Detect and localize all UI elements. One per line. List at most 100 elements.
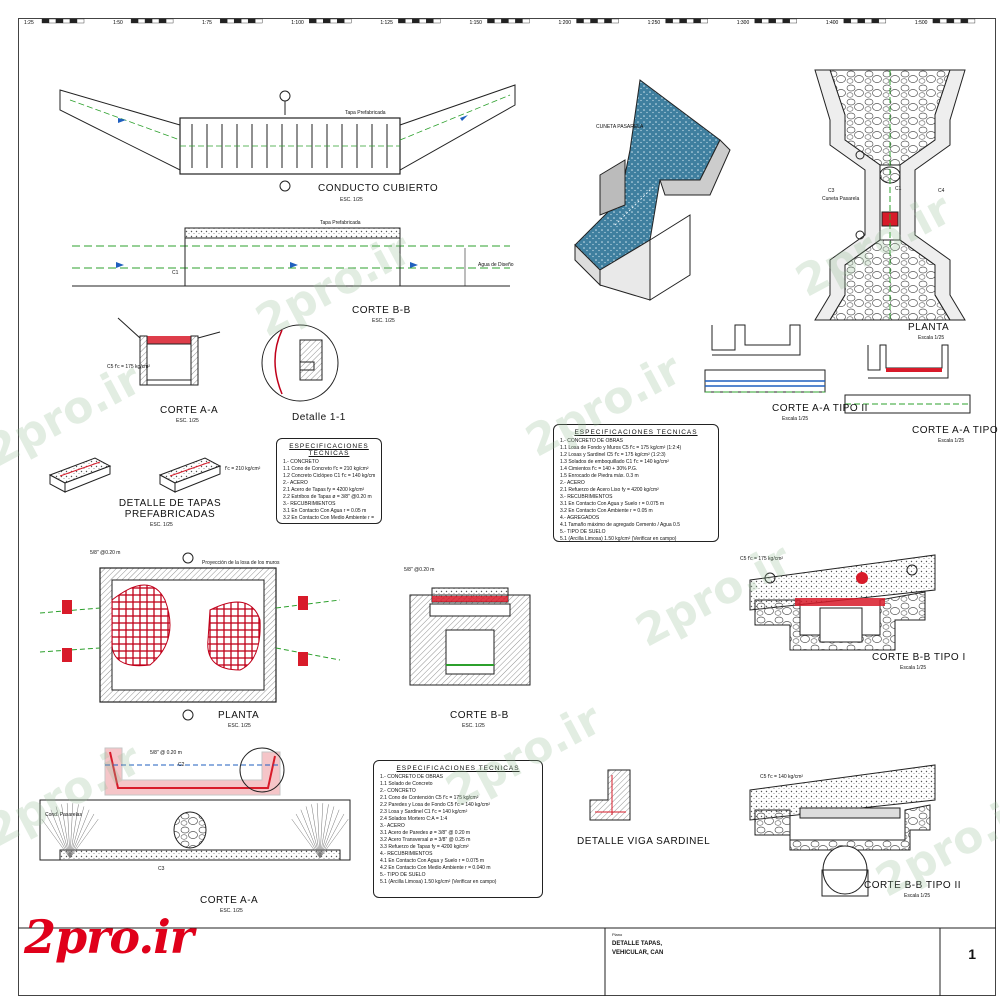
transition-line: [69, 804, 79, 859]
spec-box-2-row: 2.- ACERO: [560, 480, 585, 486]
spec-box-2-header: ESPECIFICACIONES TECNICAS: [574, 429, 698, 436]
spec-box-1-row: 2.1 Acero de Tapas fy = 4200 kg/cm²: [283, 487, 365, 493]
rebar-corte-a-a-bottom: 5/8" @ 0.20 m: [150, 750, 182, 756]
planta-mid: [39, 552, 341, 721]
spec-box-1-row: 2.2 Estribos de Tapas ø = 3/8" @0.20 m: [283, 494, 372, 500]
scale-bar: 1:250: [648, 18, 708, 26]
title-corte-a-a-small: CORTE A-A: [160, 405, 219, 416]
transition-line: [295, 813, 321, 859]
spec-box-3-row: 3.2 Acero Transversal ø = 3/8" @ 0.25 m: [380, 837, 471, 843]
spec-box-3-row: 4.2 En Contacto Con Medio Ambiente r = 0…: [380, 865, 491, 871]
scale-bar: 1:75: [202, 18, 263, 26]
scale-bar: 1:300: [737, 18, 797, 26]
title-corte-b-b-top: CORTE B-B: [352, 305, 411, 316]
c1-corte-b-b-top: C1: [172, 270, 179, 276]
spec-box-3-row: 2.4 Solados Mortero C:A = 1:4: [380, 816, 448, 822]
scale-corte-b-b-tipo-i: Escala 1/25: [900, 665, 927, 671]
spec-box-2-row: 1.1 Losa de Fondo y Muros C5 f'c = 175 k…: [560, 445, 682, 451]
transition-line: [69, 818, 99, 859]
corte-b-b-mid: [409, 587, 531, 686]
corte-b-b-top: [72, 227, 510, 287]
title-corte-b-b-mid: CORTE B-B: [450, 710, 509, 721]
corte-a-a-tipo: [844, 344, 971, 414]
spec-box-1-row: 1.1 Cono de Concreto f'c = 210 kg/cm²: [283, 466, 369, 472]
scale-bar-label: 1:400: [826, 20, 839, 26]
spec-box-2-row: 3.2 En Contacto Con Ambiente r = 0.05 m: [560, 508, 653, 514]
scale-bar-label: 1:25: [24, 20, 34, 26]
scale-bar-label: 1:200: [559, 20, 572, 26]
spec-box-2-row: 4.- AGREGADOS: [560, 515, 600, 521]
site-logo: 2pro.ir: [24, 910, 194, 964]
spec-box-3-row: 1.- CONCRETO DE OBRAS: [380, 774, 443, 780]
c1-planta-right: C1: [895, 186, 902, 192]
c2-corte-a-a-bottom: C2: [178, 762, 185, 768]
label-isometric: CUNETA PASARELA: [596, 124, 644, 130]
transition-line: [319, 809, 340, 859]
spec-box-2: ESPECIFICACIONES TECNICAS 1.- CONCRETO D…: [553, 424, 719, 542]
spec-box-3-row: 5.1 (Arcilla Limosa) 1.50 kg/cm² (Verifi…: [380, 879, 497, 885]
transition-line: [316, 803, 321, 859]
scale-bar-label: 1:500: [915, 20, 928, 26]
transition-line: [69, 809, 90, 859]
title-planta-right: PLANTA: [908, 322, 950, 333]
c3-planta-right: C3: [828, 188, 835, 194]
spec-box-3-row: 2.1 Cono de Contención C5 f'c = 175 kg/c…: [380, 795, 479, 801]
title-detalle-tapas: DETALLE DE TAPAS PREFABRICADAS: [118, 498, 222, 520]
spec-box-3-header: ESPECIFICACIONES TECNICAS: [396, 765, 520, 772]
spec-box-2-row: 3.- RECUBRIMIENTOS: [560, 494, 613, 500]
rebar-corte-a-a-small: C5 f'c = 175 kg/cm²: [107, 364, 151, 370]
transition-line: [319, 818, 349, 859]
title-detalle-viga-sardinel: DETALLE VIGA SARDINEL: [577, 836, 711, 847]
scale-corte-a-a-bottom: ESC. 1/25: [220, 908, 243, 914]
spec-box-1-header: ESPECIFICACIONES TECNICAS: [289, 443, 369, 457]
conducto-cubierto-plan: [59, 84, 516, 192]
scale-bar: 1:25: [24, 18, 85, 26]
spec-box-1-row: 2.- ACERO: [283, 480, 308, 486]
title-planta-mid: PLANTA: [218, 710, 260, 721]
note-detalle-tapas: f'c = 210 kg/cm²: [225, 466, 261, 472]
transition-line: [41, 818, 71, 859]
transition-line: [50, 809, 71, 859]
spec-box-3-row: 3.3 Refuerzo de Tapas fy = 4200 kg/cm²: [380, 844, 469, 850]
spec-box-1-row: 3.1 En Contacto Con Agua r = 0.05 m: [283, 508, 367, 514]
page-number: 1: [968, 946, 976, 962]
spec-box-1-row: 1.2 Concreto Ciclópeo C1 f'c = 140 kg/cm…: [283, 473, 375, 479]
c5-corte-b-b-tipo-i: C5 f'c = 175 kg/cm²: [740, 556, 784, 562]
spec-box-2-row: 2.1 Refuerzo de Acero Liso fy = 4200 kg/…: [560, 487, 659, 493]
spec-box-2-row: 1.- CONCRETO DE OBRAS: [560, 438, 623, 444]
scale-bar: 1:100: [291, 18, 352, 26]
transition-line: [319, 804, 329, 859]
scale-planta-mid: ESC. 1/25: [228, 723, 251, 729]
transition-line: [69, 806, 85, 859]
scale-bar-label: 1:75: [202, 20, 212, 26]
title-corte-a-a-bottom: CORTE A-A: [200, 895, 259, 906]
spec-box-3-row: 3.1 Acero de Paredes ø = 3/8" @ 0.20 m: [380, 830, 471, 836]
scale-detalle-tapas: ESC. 1/25: [150, 522, 173, 528]
scale-bar-label: 1:300: [737, 20, 750, 26]
detalle-1-1: [261, 324, 339, 402]
spec-box-3: ESPECIFICACIONES TECNICAS 1.- CONCRETO D…: [373, 760, 543, 898]
c4-planta-right: C4: [938, 188, 945, 194]
spec-box-3-row: 2.2 Paredes y Losa de Fondo C5 f'c = 140…: [380, 802, 491, 808]
scale-conducto-cubierto: ESC. 1/25: [340, 197, 363, 203]
rebar-planta-mid: 5/8" @0.20 m: [90, 550, 121, 556]
scale-bar: 1:150: [469, 18, 530, 26]
label-corte-a-a-bottom: Cond. Pasarelas: [45, 812, 82, 818]
corte-b-b-tipo-ii: [749, 764, 936, 897]
transition-line: [61, 804, 71, 859]
scale-bar: 1:125: [380, 18, 441, 26]
title-corte-b-b-tipo-i: CORTE B-B TIPO I: [872, 652, 966, 663]
title-corte-a-a-tipo-ii: CORTE A-A TIPO II: [772, 403, 868, 414]
planta-right: [814, 69, 966, 321]
transition-line: [319, 803, 324, 859]
note-conducto-cubierto: Tapa Prefabricada: [345, 110, 386, 116]
drawing-sheet: [18, 18, 996, 996]
transition-line: [319, 806, 335, 859]
scale-corte-a-a-tipo-ii: Escala 1/25: [782, 416, 809, 422]
spec-box-3-row: 5.- TIPO DE SUELO: [380, 872, 426, 878]
scale-corte-a-a-tipo: Escala 1/25: [938, 438, 965, 444]
spec-box-1-row: 1.- CONCRETO: [283, 459, 319, 465]
note-planta-mid: Proyección de la losa de los muros: [202, 560, 280, 566]
